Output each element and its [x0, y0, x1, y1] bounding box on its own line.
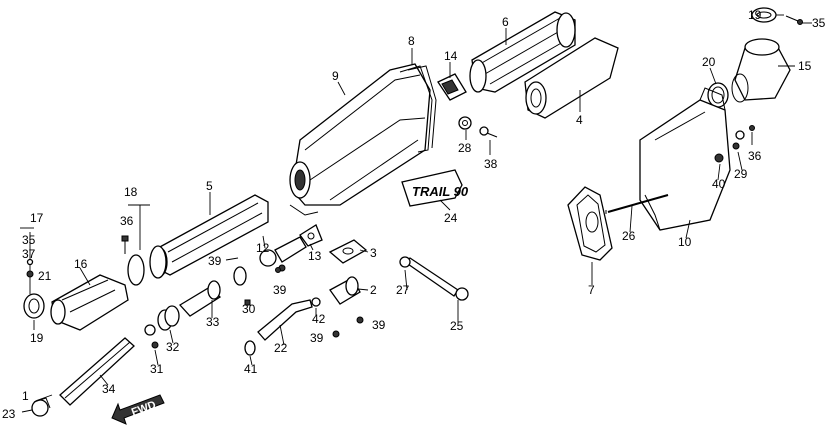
foam-element	[524, 37, 619, 119]
tube-clip	[31, 397, 51, 417]
callout-41: 41	[244, 362, 258, 376]
callout-38: 38	[484, 157, 498, 171]
callout-1: 1	[22, 389, 29, 403]
washer	[458, 116, 472, 130]
callout-2: 2	[370, 283, 377, 297]
mount-bracket	[299, 224, 323, 247]
callout-3: 3	[370, 246, 377, 260]
fwd-label: FWD	[130, 399, 158, 419]
bolt	[479, 126, 498, 138]
intake-joint	[329, 276, 361, 305]
cover-plate	[567, 186, 613, 261]
callout-40: 40	[712, 177, 726, 191]
screws-39-lower	[275, 267, 364, 338]
snorkel-elbow	[731, 38, 791, 103]
callout-10: 10	[678, 235, 692, 249]
callout-39-c: 39	[310, 331, 324, 345]
callout-26: 26	[622, 229, 636, 243]
callout-7: 7	[588, 283, 595, 297]
callout-32: 32	[166, 340, 180, 354]
callout-5: 5	[206, 179, 213, 193]
callout-18: 18	[124, 185, 138, 199]
callout-12: 12	[256, 241, 270, 255]
callout-24: 24	[444, 211, 458, 225]
vent-tube	[257, 299, 313, 341]
callout-21: 21	[38, 269, 52, 283]
long-stud	[605, 194, 669, 214]
drain-tube	[178, 280, 222, 317]
callout-labels: 8 9 6 14 4 28 38 24 5 12 13 3 2 27 25 33…	[2, 8, 826, 421]
callout-19-left: 19	[30, 331, 44, 345]
callout-30: 30	[242, 302, 256, 316]
screw-35	[785, 15, 803, 25]
trail-90-emblem: TRAIL 90	[401, 169, 469, 207]
screw-stack-left	[26, 232, 34, 294]
bolt-left	[121, 235, 129, 254]
callout-16: 16	[74, 257, 88, 271]
callout-14: 14	[444, 49, 458, 63]
callout-23: 23	[2, 407, 16, 421]
callout-20: 20	[702, 55, 716, 69]
callout-17: 17	[30, 211, 44, 225]
callout-28: 28	[458, 141, 472, 155]
clip-42	[311, 297, 321, 307]
joint-gasket	[328, 239, 368, 264]
callout-42: 42	[312, 312, 326, 326]
filter-element-core	[469, 11, 576, 93]
emblem-text: TRAIL 90	[412, 184, 469, 199]
leader-lines	[20, 14, 812, 413]
bracket	[437, 73, 467, 101]
clamp-30	[233, 266, 251, 306]
callout-39-d: 39	[372, 318, 386, 332]
air-cleaner-case	[289, 63, 437, 216]
snorkel-ring	[707, 82, 729, 108]
callout-9: 9	[332, 69, 339, 83]
cover-fasteners	[714, 125, 755, 163]
callout-35-left: 35	[22, 233, 36, 247]
hose-clamp-left	[23, 293, 45, 319]
clamp-band	[259, 236, 307, 267]
callout-31: 31	[150, 362, 164, 376]
callout-27: 27	[396, 283, 410, 297]
callout-29: 29	[734, 167, 748, 181]
clip-31	[144, 324, 159, 349]
callout-35-right: 35	[812, 16, 826, 30]
callout-8: 8	[408, 34, 415, 48]
drain-plug-rod	[399, 256, 469, 301]
duct-gasket	[127, 204, 167, 286]
callout-34: 34	[102, 382, 116, 396]
callout-39-b: 39	[273, 283, 287, 297]
breather-tube	[59, 337, 135, 406]
clip-41	[244, 340, 256, 356]
callout-25: 25	[450, 319, 464, 333]
callout-22: 22	[274, 341, 288, 355]
callout-37: 37	[22, 247, 36, 261]
callout-4: 4	[576, 113, 583, 127]
connecting-boot	[50, 274, 129, 331]
forward-arrow: FWD	[111, 394, 165, 425]
callout-36-right: 36	[748, 149, 762, 163]
callout-19-right: 19	[748, 8, 762, 22]
callout-33: 33	[206, 315, 220, 329]
callout-36-left: 36	[120, 214, 134, 228]
callout-39-a: 39	[208, 254, 222, 268]
callout-13: 13	[308, 249, 322, 263]
callout-15: 15	[798, 59, 812, 73]
tube-joint	[157, 305, 180, 331]
callout-6: 6	[502, 15, 509, 29]
